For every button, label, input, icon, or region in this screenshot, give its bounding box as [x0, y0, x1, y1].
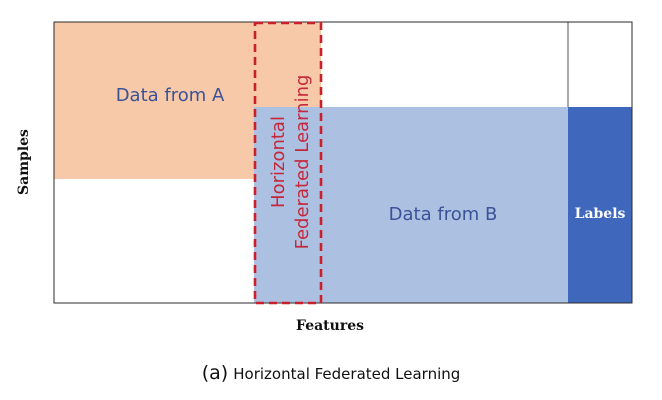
labels-column [568, 107, 632, 303]
horizontal-label: Horizontal [268, 116, 289, 208]
federated-learning-label: Federated Learning [292, 75, 313, 250]
x-axis-label: Features [296, 318, 364, 334]
diagram-frame [53, 21, 633, 304]
federated-learning-diagram: Data from A Data from B Labels Horizonta… [16, 21, 633, 334]
data-from-b-label: Data from B [389, 204, 498, 225]
horizontal-fl-caption-group: Horizontal Federated Learning [268, 75, 313, 250]
caption-text: Horizontal Federated Learning [233, 365, 461, 383]
figure-caption: (a) Horizontal Federated Learning [0, 362, 662, 384]
data-from-a-label: Data from A [116, 85, 225, 106]
y-axis-label: Samples [16, 129, 32, 195]
horizontal-fl-highlight [253, 21, 323, 305]
caption-tag: (a) [201, 362, 229, 384]
labels-label: Labels [575, 206, 626, 222]
data-from-b-region [254, 107, 568, 303]
